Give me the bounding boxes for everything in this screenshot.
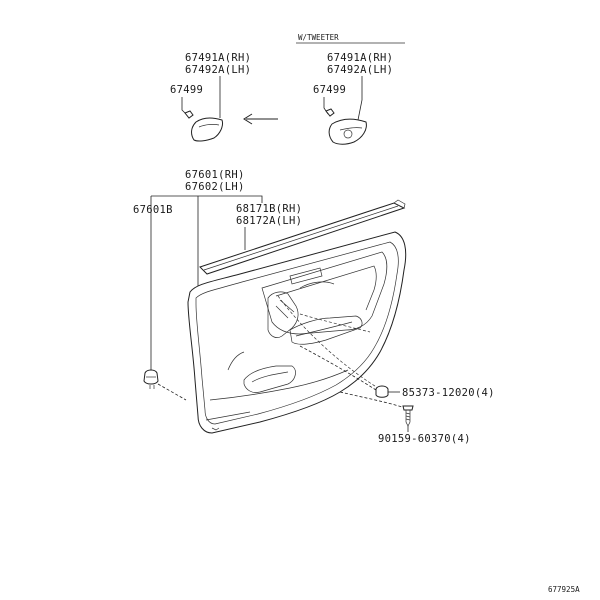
clip-67601b-dashed-leader — [157, 383, 187, 401]
panel-bracket — [151, 195, 263, 203]
panel-label-lh: 67602(LH) — [185, 181, 245, 193]
cover-right-clip-label: 67499 — [313, 84, 346, 96]
panel-label-rh: 67601(RH) — [185, 169, 245, 181]
weatherstrip-label-lh: 68172A(LH) — [236, 215, 302, 227]
clip-85373-dashed — [299, 345, 377, 391]
arrow-head — [243, 113, 253, 125]
panel-clip-67601b — [143, 369, 187, 401]
tweeter-cover-group-right: 67491A(RH) 67492A(LH) 67499 — [313, 52, 393, 145]
cover-left-label-rh: 67491A(RH) — [185, 52, 251, 64]
door-trim-panel — [187, 231, 407, 434]
tweeter-cover-right-edge — [339, 127, 363, 131]
tweeter-cover-left-edge — [198, 124, 220, 128]
panel-bottom-clip — [211, 427, 220, 431]
cover-right-label-lh: 67492A(LH) — [327, 64, 393, 76]
inner-handle-bezel — [267, 291, 299, 338]
clip-85373: 85373-12020(4) — [375, 385, 495, 399]
panel-crease — [227, 351, 245, 371]
upper-insert — [261, 251, 388, 335]
clip-67601b-legs — [149, 385, 155, 389]
clip-part-right — [325, 108, 335, 117]
weatherstrip-groove — [203, 205, 399, 271]
tweeter-cover-left — [191, 117, 223, 142]
tweeter-cover-right — [328, 118, 367, 145]
screw-90159: 90159-60370(4) — [378, 405, 471, 445]
panel-sub-label: 67601B — [133, 204, 173, 216]
cable-dashed-2 — [299, 313, 371, 333]
weatherstrip-label-rh: 68171B(RH) — [236, 203, 302, 215]
trim-panel-outline — [187, 231, 407, 434]
cover-right-leader — [357, 76, 363, 121]
screw-90159-head — [402, 405, 414, 411]
insert-contour — [299, 281, 335, 289]
clip-85373-label: 85373-12020(4) — [402, 387, 495, 399]
screw-90159-label: 90159-60370(4) — [378, 433, 471, 445]
trim-grille-left — [289, 267, 323, 285]
armrest-edge — [295, 321, 353, 337]
clip-85373-body — [375, 385, 389, 398]
screw-90159-dashed — [339, 391, 403, 408]
cover-right-label-rh: 67491A(RH) — [327, 52, 393, 64]
clip-part-left — [184, 110, 194, 119]
trim-panel-inner-edge — [195, 241, 399, 425]
pull-pocket — [243, 365, 296, 393]
variant-note-label: W/TWEETER — [298, 33, 339, 42]
cable-dashed-1 — [277, 295, 379, 389]
cover-left-label-lh: 67492A(LH) — [185, 64, 251, 76]
weatherstrip-end-cap — [393, 199, 406, 209]
figure-id: 677925A — [548, 585, 580, 594]
upper-insert-line — [275, 265, 377, 311]
pull-pocket-inner — [251, 371, 289, 383]
cover-left-clip-label: 67499 — [170, 84, 203, 96]
variant-note: W/TWEETER — [296, 33, 405, 44]
armrest — [289, 315, 363, 345]
lower-trim-line — [205, 411, 251, 421]
direction-arrow — [243, 113, 278, 125]
tweeter-cover-group-left: 67491A(RH) 67492A(LH) 67499 — [170, 52, 251, 142]
screw-90159-shank — [405, 410, 411, 427]
belt-weatherstrip — [199, 199, 406, 275]
map-pocket-edge — [209, 369, 349, 401]
screw-90159-thread — [405, 412, 411, 421]
tweeter-speaker-ring — [343, 129, 353, 139]
panel-callouts: 67601(RH) 67602(LH) 67601B 68171B(RH) 68… — [133, 169, 302, 372]
